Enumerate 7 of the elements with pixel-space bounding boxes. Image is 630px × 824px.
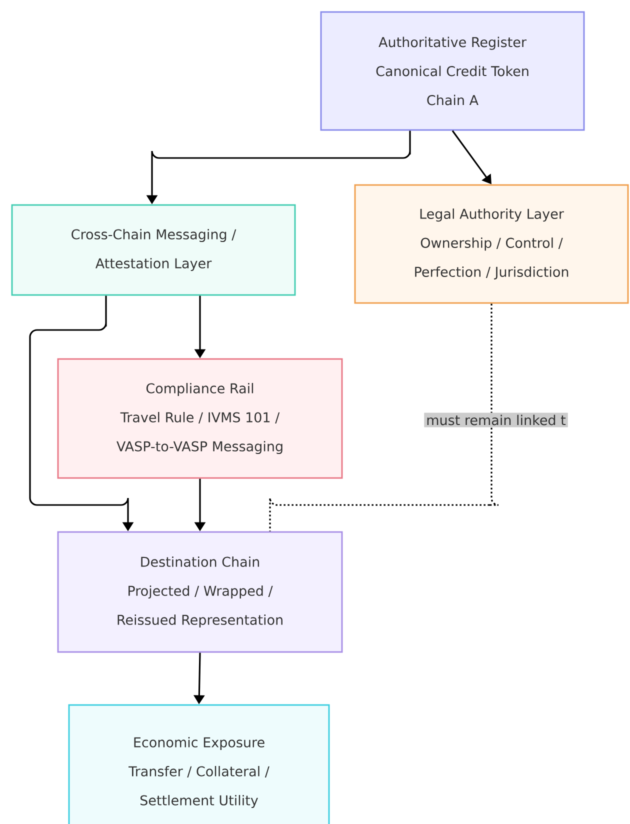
process-box: Legal Authority Layer Ownership / Control / Perfection / Jurisdiction: [354, 184, 629, 304]
process-box: Compliance Rail Travel Rule / IVMS 101 / VASP-to-VASP Messaging: [57, 358, 343, 479]
process-box: Authoritative Register Canonical Credit Token Chain A: [320, 11, 585, 131]
process-box: Destination Chain Projected / Wrapped / Reissued Representation: [57, 531, 343, 653]
process-box: Economic Exposure Transfer / Collateral / Settlement Utility: [68, 704, 330, 824]
process-box: Cross-Chain Messaging / Attestation Layer: [11, 204, 296, 296]
edge-label: must remain linked t: [424, 412, 568, 428]
